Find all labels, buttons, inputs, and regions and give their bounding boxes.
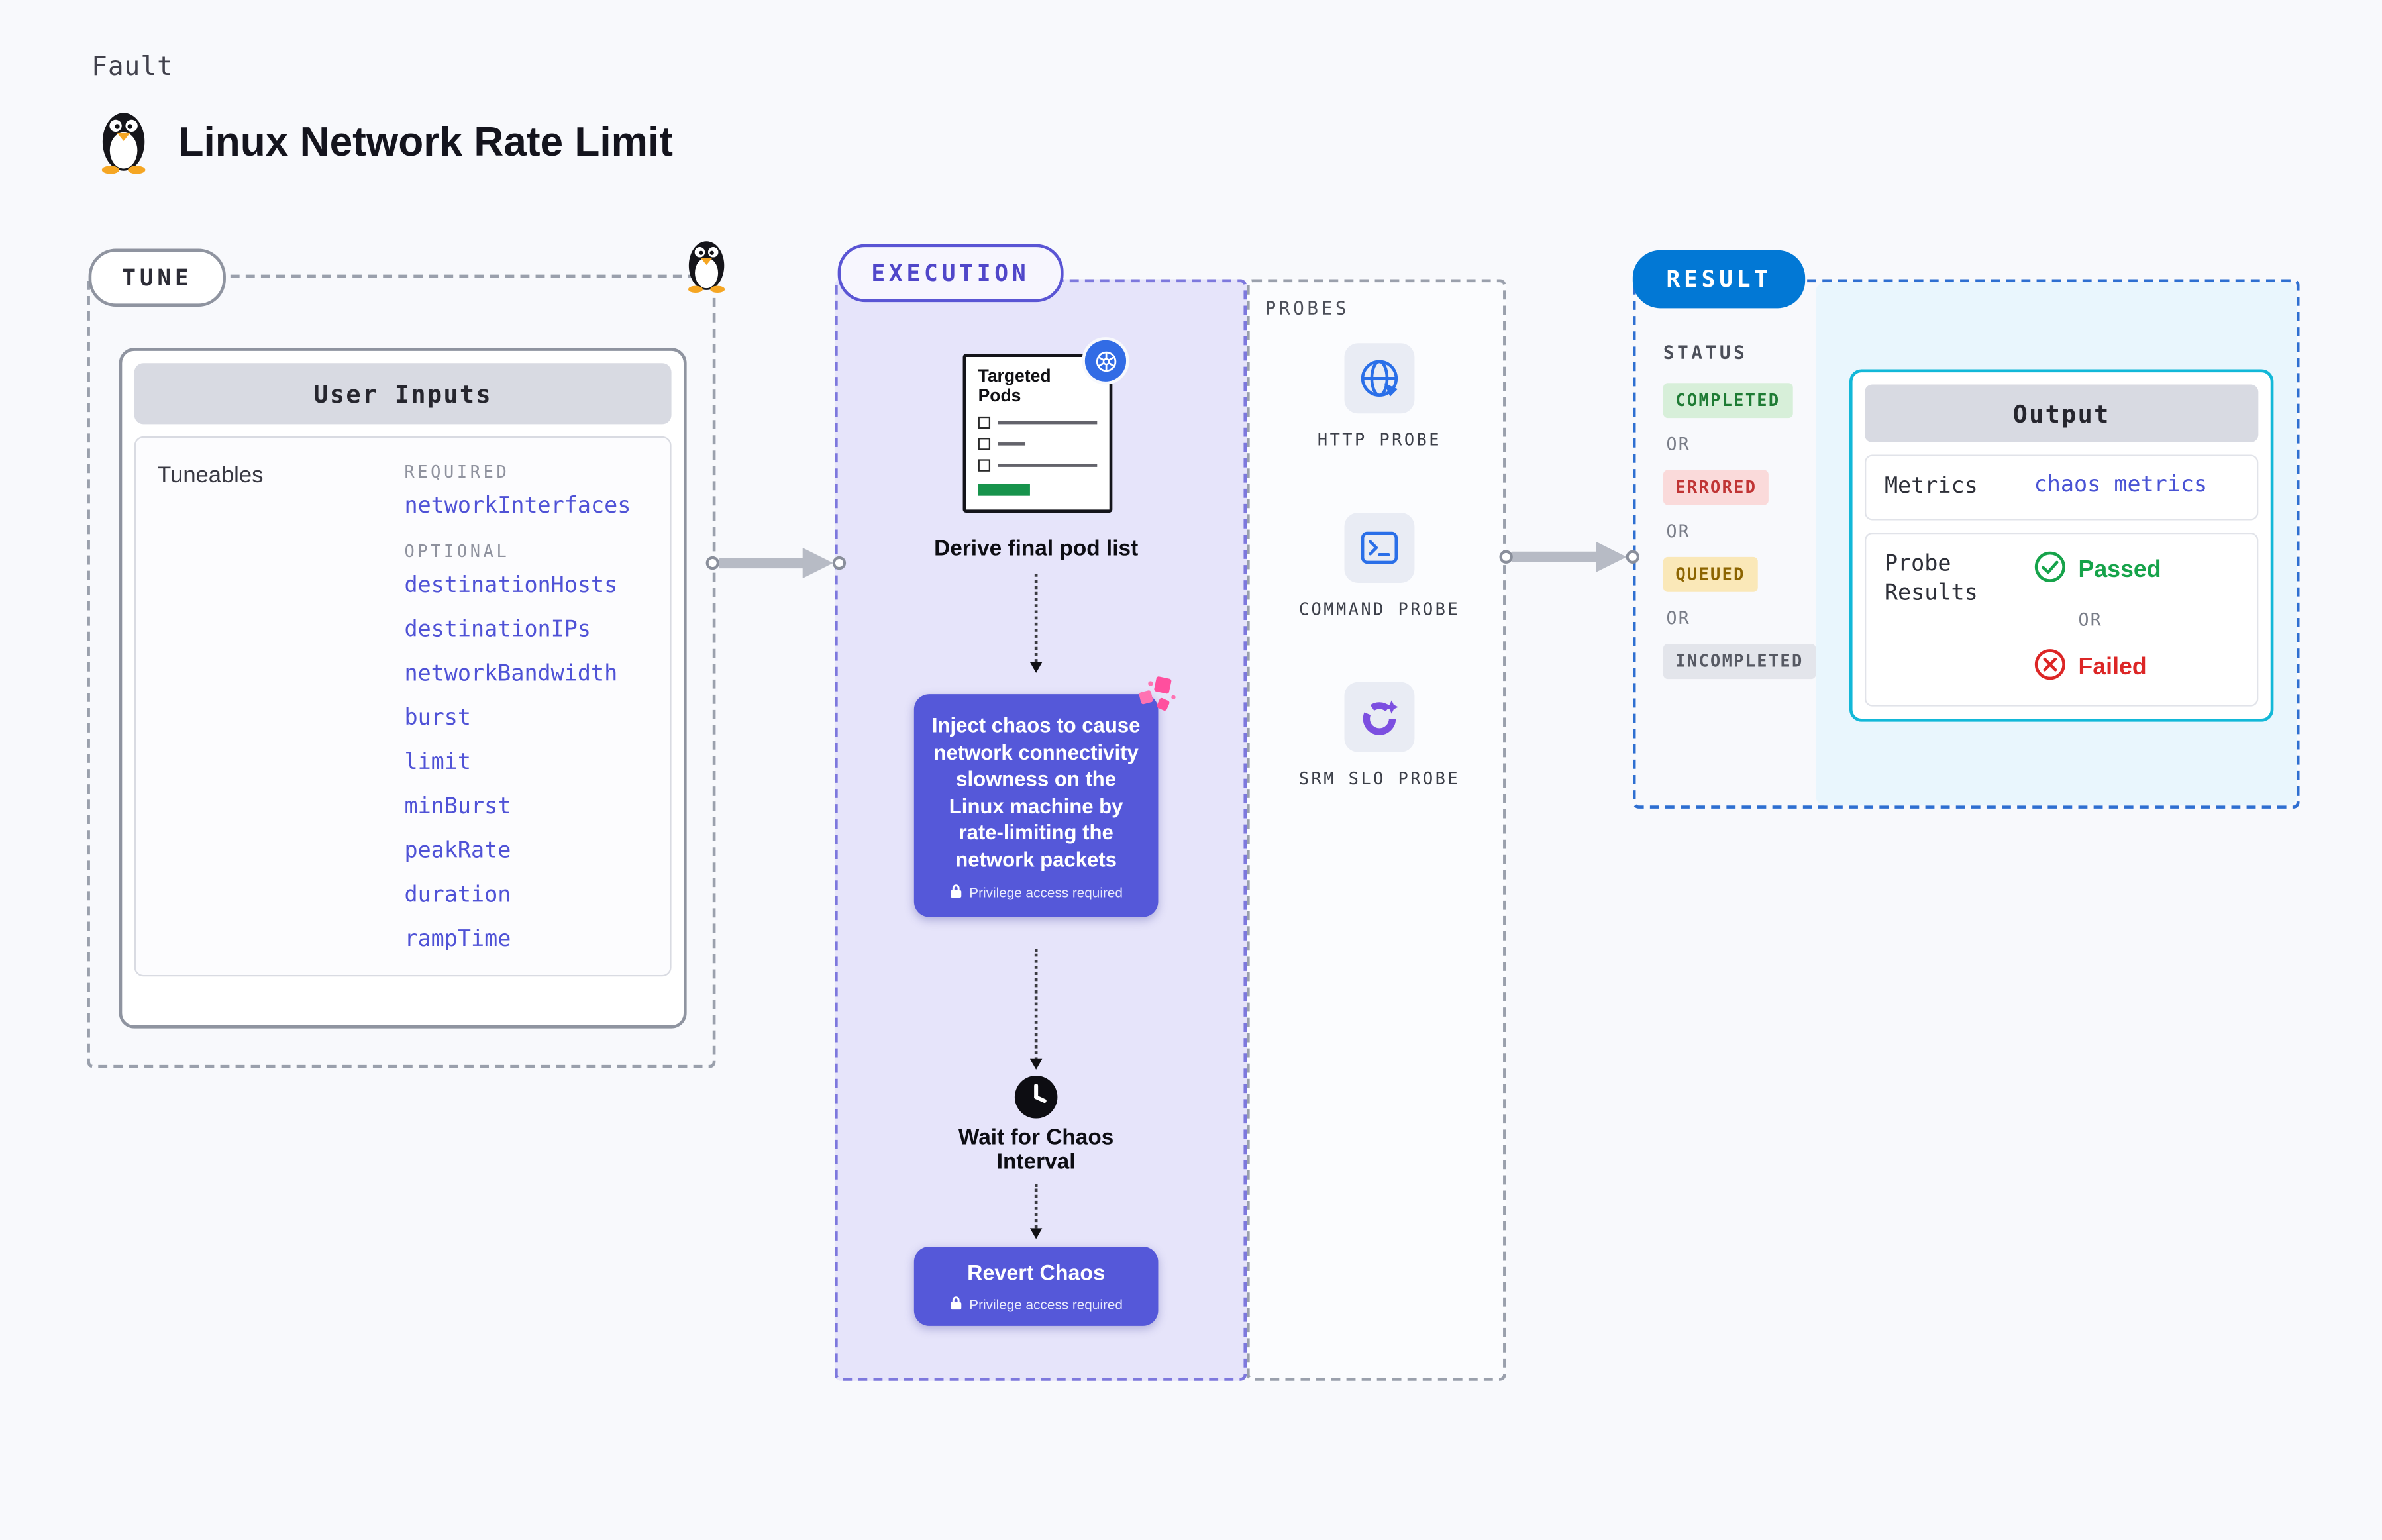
flow-arrow-down [1029,1184,1043,1239]
clock-icon [1013,1074,1059,1128]
pod-line [998,464,1098,467]
optional-group-label: OPTIONAL [404,541,510,562]
tuneables-label: Tuneables [157,462,264,489]
wait-for-chaos-label: Wait for Chaos Interval [958,1126,1114,1175]
tux-penguin-icon-small [682,233,731,300]
tuneable-link-destinationIPs[interactable]: destinationIPs [404,617,591,642]
pod-line [998,421,1098,425]
srm-slo-probe-icon [1344,682,1415,752]
required-group-label: REQUIRED [404,462,510,482]
passed-result: Passed [2034,551,2161,591]
flow-arrow-down [1029,574,1043,673]
derive-pod-list-label: Derive final pod list [934,537,1139,562]
output-title: Output [1864,384,2259,443]
checkbox-icon [978,416,991,429]
targeted-pods-document: Targeted Pods [962,337,1129,513]
x-circle-icon [2034,648,2066,688]
srm-slo-probe-label: SRM SLO PROBE [1298,769,1461,789]
command-probe-item: COMMAND PROBE [1250,513,1510,621]
inject-chaos-text: Inject chaos to cause network connectivi… [931,714,1141,871]
probes-section-label: PROBES [1265,297,1350,319]
chaos-metrics-link[interactable]: chaos metrics [2034,473,2208,497]
tuneable-link-duration[interactable]: duration [404,883,511,908]
execution-section: Targeted Pods [835,279,1247,1381]
targeted-pods-title: Targeted Pods [978,368,1051,406]
pod-list-row [978,438,1098,450]
tuneable-link-destinationHosts[interactable]: destinationHosts [404,574,618,599]
pod-line [998,442,1026,446]
status-list: COMPLETED OR ERRORED OR QUEUED OR INCOMP… [1663,383,1816,694]
page-title: Linux Network Rate Limit [178,119,673,165]
revert-chaos-label: Revert Chaos [967,1260,1106,1285]
result-section: STATUS COMPLETED OR ERRORED OR QUEUED OR… [1632,279,2300,809]
or-label: OR [1666,607,1691,629]
tune-section [87,274,716,1068]
page-header: Linux Network Rate Limit [95,104,673,181]
user-inputs-card: User Inputs Tuneables REQUIRED networkIn… [119,348,687,1029]
failed-label: Failed [2078,654,2147,681]
http-probe-label: HTTP PROBE [1317,430,1442,450]
tune-section-label: TUNE [88,248,227,307]
tuneable-link-burst[interactable]: burst [404,706,472,731]
tuneable-link-peakRate[interactable]: peakRate [404,839,511,864]
or-label: OR [1666,433,1691,455]
tux-penguin-icon [95,104,153,181]
flow-arrow-down [1029,949,1043,1070]
tuneable-link-networkInterfaces[interactable]: networkInterfaces [404,494,631,519]
output-card: Output Metrics chaos metrics Probe Resul… [1849,369,2274,722]
privilege-label: Privilege access required [969,885,1123,901]
failed-result: Failed [2034,648,2147,688]
progress-bar [978,484,1030,496]
arrow-execution-to-result [1498,536,1642,586]
command-probe-icon [1344,513,1415,583]
result-section-label: RESULT [1632,250,1806,309]
user-inputs-title: User Inputs [134,363,672,425]
checkbox-icon [978,438,991,450]
privilege-note: Privilege access required [929,1296,1143,1314]
tuneable-link-networkBandwidth[interactable]: networkBandwidth [404,662,618,687]
tuneable-link-rampTime[interactable]: rampTime [404,927,511,952]
status-label: STATUS [1663,342,1748,364]
status-badge-incompleted: INCOMPLETED [1663,644,1816,680]
pod-list-row [978,459,1098,472]
kubernetes-icon [1082,337,1129,385]
arrow-tune-to-execution [705,542,849,592]
targeted-pods-figure: Targeted Pods [962,337,1129,513]
srm-slo-probe-item: SRM SLO PROBE [1250,682,1510,791]
inject-chaos-step: Inject chaos to cause network connectivi… [913,676,1176,917]
status-badge-queued: QUEUED [1663,556,1758,592]
status-badge-errored: ERRORED [1663,470,1769,505]
or-label: OR [2078,609,2103,631]
revert-chaos-step: Revert Chaos Privilege access required [913,1247,1159,1326]
metrics-row: Metrics chaos metrics [1864,454,2259,521]
probes-section: PROBES HTTP PROBE COMMAND PROB [1247,279,1506,1381]
checkbox-icon [978,459,991,472]
lock-icon [949,884,963,902]
execution-section-label: EXECUTION [837,244,1064,303]
probe-results-label: Probe Results [1884,552,1978,606]
tuneables-list: REQUIRED networkInterfaces OPTIONAL dest… [404,462,631,972]
lock-icon [949,1296,963,1314]
http-probe-icon [1344,343,1415,414]
tuneable-link-minBurst[interactable]: minBurst [404,795,511,820]
command-probe-label: COMMAND PROBE [1298,599,1461,620]
http-probe-item: HTTP PROBE [1250,343,1510,452]
or-label: OR [1666,520,1691,542]
check-circle-icon [2034,551,2066,591]
pod-list-row [978,416,1098,429]
status-badge-completed: COMPLETED [1663,383,1792,419]
chaos-scatter-icon [1137,674,1178,723]
fault-kind-label: Fault [91,52,174,83]
tuneable-link-limit[interactable]: limit [404,750,472,776]
probe-results-values: Passed OR Failed [2034,551,2161,688]
probe-results-row: Probe Results Passed OR [1864,532,2259,707]
tuneables-panel: Tuneables REQUIRED networkInterfaces OPT… [134,436,672,977]
passed-label: Passed [2078,556,2161,583]
privilege-label: Privilege access required [969,1297,1123,1313]
privilege-note: Privilege access required [929,884,1143,902]
metrics-label: Metrics [1884,474,1978,499]
